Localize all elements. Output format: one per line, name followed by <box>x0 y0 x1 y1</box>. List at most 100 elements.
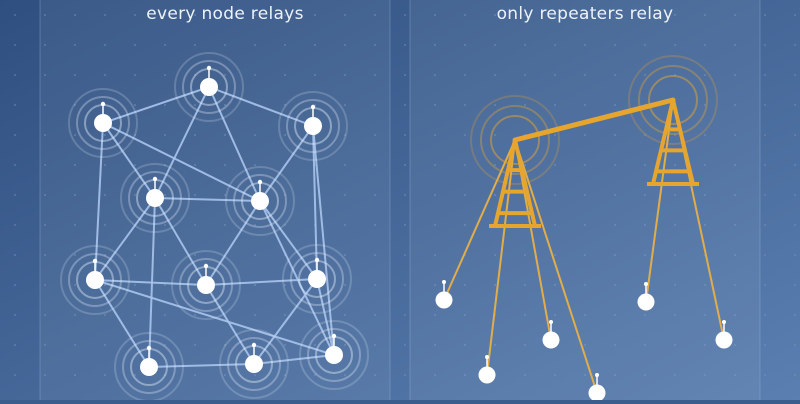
mesh-link <box>94 197 156 281</box>
signal-ring <box>174 52 244 122</box>
repeater-signal-ring <box>490 115 540 165</box>
mesh-link <box>94 279 335 356</box>
mesh-link <box>94 279 150 368</box>
mesh-link <box>253 278 318 365</box>
signal-ring <box>76 96 130 150</box>
mesh-node <box>174 52 244 122</box>
client-node <box>588 373 606 402</box>
node-dot <box>140 358 158 376</box>
mesh-node <box>299 320 369 390</box>
mesh-link <box>148 363 255 368</box>
client-node <box>435 280 453 309</box>
antenna-tip <box>485 355 489 359</box>
signal-ring <box>282 244 352 314</box>
node-dot <box>200 78 218 96</box>
mesh-link <box>259 200 335 356</box>
mesh-link <box>312 125 335 356</box>
antenna-tip <box>549 320 553 324</box>
panel-left-title: every node relays <box>146 4 304 24</box>
signal-ring <box>122 340 176 394</box>
mesh-node <box>282 244 352 314</box>
mesh-link <box>259 200 318 280</box>
node-dot <box>588 384 606 402</box>
node-dot <box>251 192 269 210</box>
mesh-link <box>312 125 318 280</box>
mesh-link <box>208 86 314 127</box>
antenna-tip <box>251 342 257 348</box>
antenna-tip <box>92 258 98 264</box>
node-dot <box>245 355 263 373</box>
node-dot <box>308 270 326 288</box>
client-node <box>637 282 655 311</box>
backbone-link <box>512 97 676 143</box>
repeater-signal-ring <box>648 75 698 125</box>
signal-ring <box>68 88 138 158</box>
node-dot <box>542 331 560 349</box>
antenna-tip <box>595 373 599 377</box>
client-node <box>715 320 733 349</box>
antenna-tip <box>310 104 316 110</box>
signal-ring <box>227 337 281 391</box>
mesh-link <box>154 197 207 286</box>
repeater-network <box>435 55 733 402</box>
signal-ring <box>182 60 236 114</box>
node-dot <box>94 114 112 132</box>
repeater-tower-icon <box>489 139 541 228</box>
signal-ring <box>60 245 130 315</box>
antenna-tip <box>146 345 152 351</box>
repeater-signal-ring <box>470 95 560 185</box>
mesh-network <box>60 52 369 402</box>
client-node <box>542 320 560 349</box>
signal-ring <box>278 91 348 161</box>
antenna-tip <box>442 280 446 284</box>
signal-ring <box>286 99 340 153</box>
signal-ring <box>290 252 344 306</box>
node-dot <box>146 189 164 207</box>
node-dot <box>715 331 733 349</box>
panel-right <box>409 0 761 404</box>
node-dot <box>304 117 322 135</box>
node-dot <box>435 291 453 309</box>
client-link <box>443 139 516 301</box>
mesh-node <box>171 250 241 320</box>
mesh-link <box>102 86 210 124</box>
repeater-signal-ring <box>638 65 708 135</box>
mesh-node <box>68 88 138 158</box>
antenna-tip <box>314 257 320 263</box>
node-dot <box>637 293 655 311</box>
antenna-tip <box>257 179 263 185</box>
signal-ring <box>233 174 287 228</box>
mesh-link <box>208 86 261 202</box>
mesh-link <box>102 122 261 202</box>
mesh-node <box>120 163 190 233</box>
mesh-node <box>225 166 295 236</box>
mesh-node <box>219 329 289 399</box>
antenna-tip <box>722 320 726 324</box>
mesh-link <box>253 354 335 365</box>
client-link <box>514 139 598 394</box>
signal-ring <box>68 253 122 307</box>
antenna-tip <box>152 176 158 182</box>
antenna-tip <box>203 263 209 269</box>
mesh-link <box>94 122 104 281</box>
mesh-link <box>94 279 207 286</box>
node-dot <box>325 346 343 364</box>
mesh-link <box>205 200 261 286</box>
signal-ring <box>219 329 289 399</box>
panel-right-title: only repeaters relay <box>496 4 674 24</box>
mesh-link <box>102 122 156 199</box>
antenna-tip <box>206 65 212 71</box>
client-node <box>478 355 496 384</box>
signal-ring <box>225 166 295 236</box>
antenna-tip <box>331 333 337 339</box>
mesh-link <box>205 284 255 365</box>
repeater-signal-ring <box>480 105 550 175</box>
mesh-links <box>94 86 335 368</box>
signal-ring <box>299 320 369 390</box>
mesh-link <box>259 125 314 202</box>
repeater-tower-icon <box>647 99 699 186</box>
client-link <box>645 99 674 303</box>
